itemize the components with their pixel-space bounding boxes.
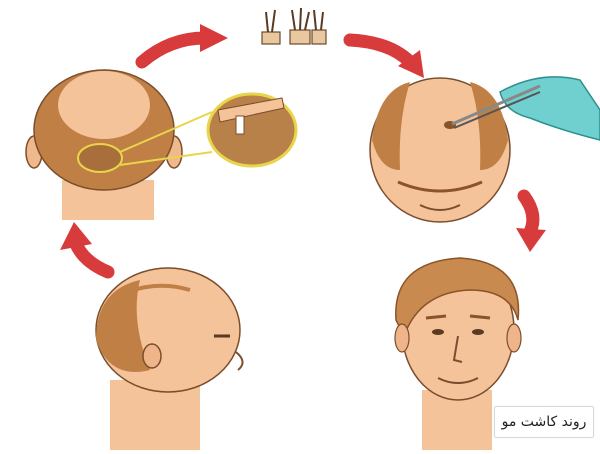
hair-grafts-icon	[261, 7, 327, 45]
glove-hand-with-forceps	[451, 76, 600, 141]
full-hair-result-face	[394, 257, 522, 450]
arrow-down-icon-right	[516, 189, 546, 252]
caption-label: روند کاشت مو	[494, 406, 594, 438]
back-of-head-donor-area	[25, 69, 213, 220]
magnifier-circle-icon	[206, 92, 298, 168]
implanting-grafts-head	[369, 77, 511, 223]
balding-head-side-view	[95, 267, 244, 450]
arrow-down-right-icon-top	[343, 33, 424, 78]
arrow-up-icon-left	[60, 222, 115, 279]
arrow-right-icon-top-left	[135, 24, 228, 69]
